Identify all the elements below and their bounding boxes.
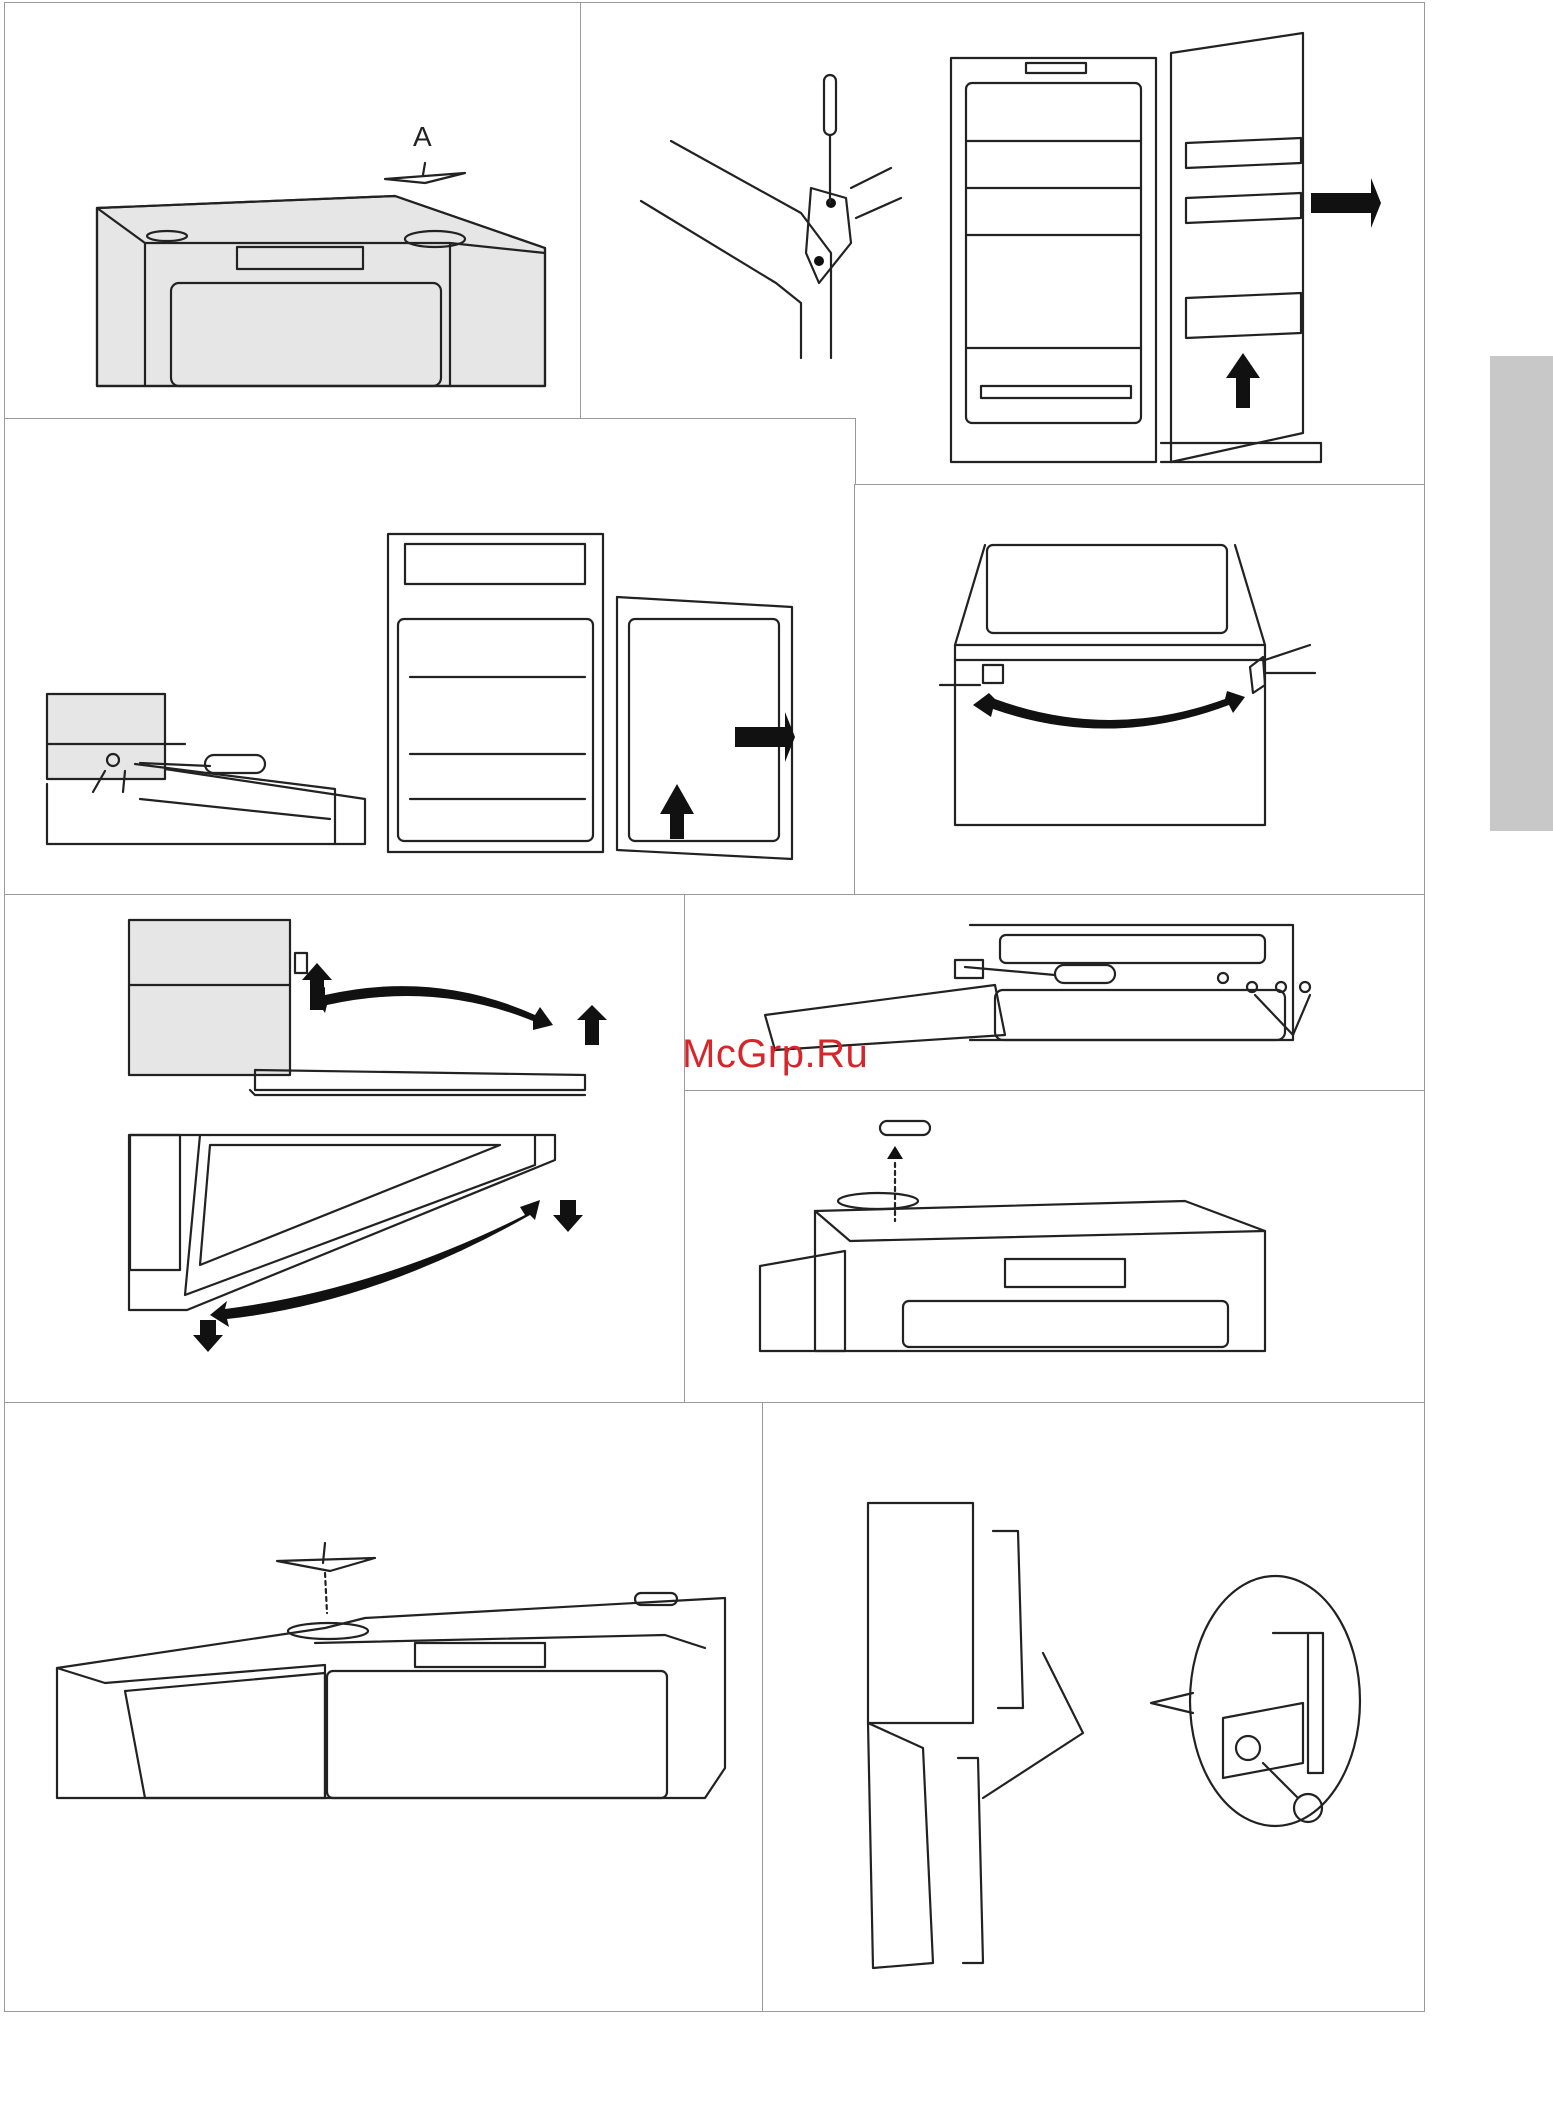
door-lift-arrow-icon — [1226, 353, 1260, 408]
door-handle-icon — [763, 1403, 1426, 2013]
open-fridge-icon — [951, 33, 1321, 462]
top-hinge-icon — [685, 1091, 1426, 1405]
fridge-top-assembly-icon — [5, 1403, 765, 2013]
watermark: McGrp.Ru — [682, 1032, 868, 1077]
hinge-swap-icon — [855, 485, 1426, 897]
panel-8 — [4, 1402, 764, 2012]
hinge-cover-icon — [277, 1558, 375, 1571]
door-out-arrow-icon — [735, 712, 795, 762]
cover-cap-icon — [880, 1121, 930, 1135]
screwdriver-icon — [824, 75, 836, 203]
panel-9 — [762, 1402, 1425, 2012]
double-arrow-icon — [313, 986, 553, 1030]
panel-1: A — [4, 2, 582, 420]
panel-2 — [580, 2, 1425, 486]
pin-swap-icon — [5, 895, 687, 1405]
label-a: A — [413, 121, 432, 153]
hinge-cover-icon — [385, 173, 465, 183]
screw-holes-icon — [1218, 973, 1310, 1035]
down-arrow-icon — [193, 1320, 223, 1352]
fridge-top-icon — [5, 3, 583, 421]
panel-3 — [4, 418, 856, 896]
panel-5 — [4, 894, 686, 1404]
panel-4 — [854, 484, 1425, 896]
side-tab — [1490, 356, 1553, 831]
down-arrow-icon — [553, 1200, 583, 1232]
panel-7 — [684, 1090, 1425, 1404]
door-lift-arrow-icon — [660, 784, 694, 839]
hinge-bracket-icon — [641, 141, 901, 358]
door-out-arrow-icon — [1311, 178, 1381, 228]
double-arrow-icon — [973, 691, 1245, 729]
fridge-interior-icon — [388, 534, 792, 859]
